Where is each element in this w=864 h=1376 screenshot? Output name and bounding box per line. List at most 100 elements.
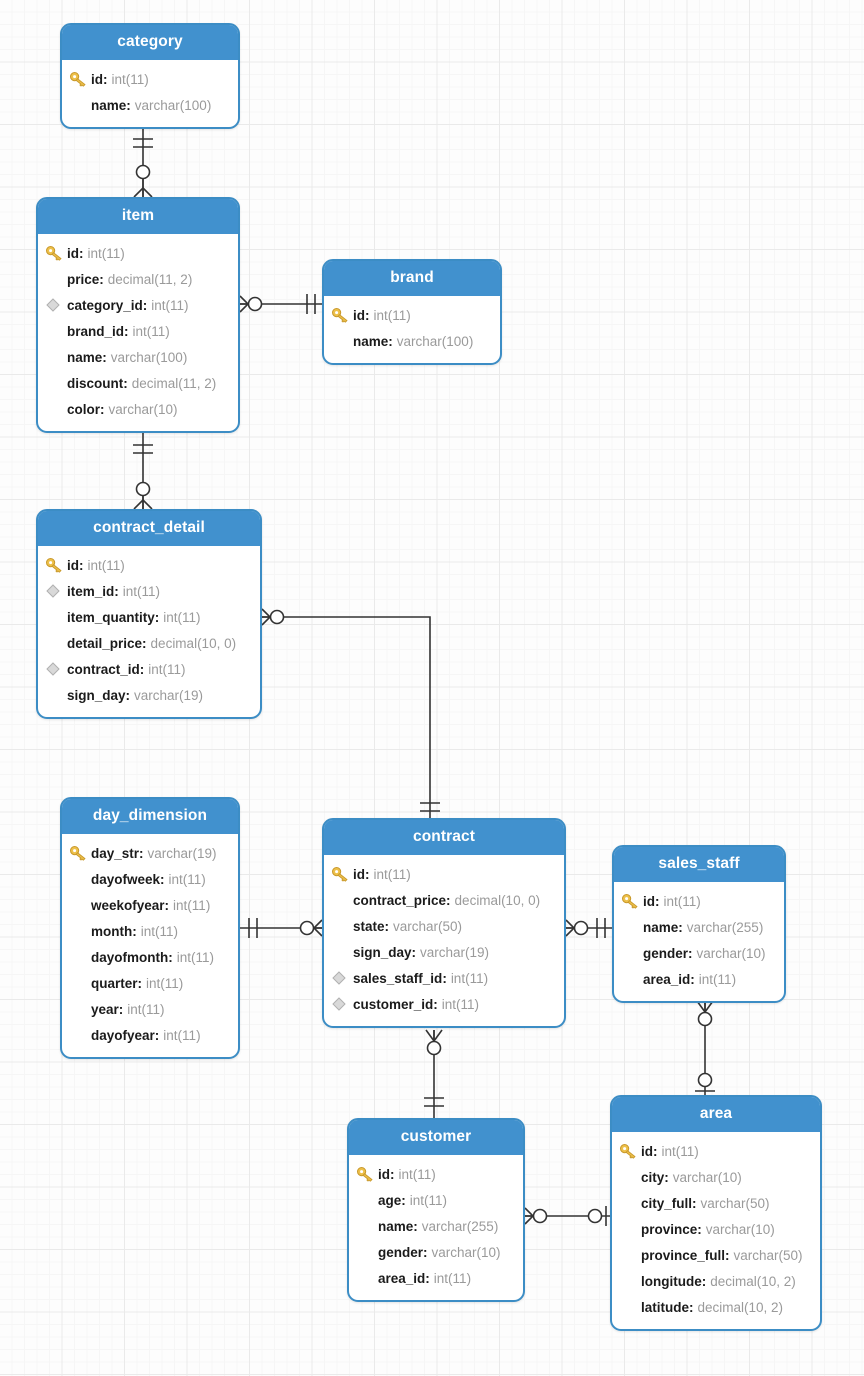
field-separator: : — [390, 1166, 395, 1182]
field-type: int(11) — [168, 871, 206, 887]
connector-customer-area — [524, 1206, 610, 1226]
field-row[interactable]: category_id:int(11) — [38, 292, 238, 318]
field-row[interactable]: weekofyear:int(11) — [62, 892, 238, 918]
field-row[interactable]: color:varchar(10) — [38, 396, 238, 422]
field-separator: : — [411, 944, 417, 960]
entity-fields-contract_detail: id:int(11)item_id:int(11)item_quantity:i… — [38, 546, 260, 717]
field-type: int(11) — [373, 866, 411, 882]
field-name: month — [91, 923, 133, 939]
field-row[interactable]: id:int(11) — [349, 1161, 523, 1187]
field-separator: : — [126, 97, 131, 113]
field-row[interactable]: name:varchar(255) — [614, 914, 784, 940]
field-row[interactable]: sign_day:varchar(19) — [324, 939, 564, 965]
key-icon — [46, 245, 67, 261]
field-type: int(11) — [433, 1270, 472, 1286]
entity-customer[interactable]: customer id:int(11)age:int(11)name:varcha… — [347, 1118, 525, 1302]
field-row[interactable]: dayofweek:int(11) — [62, 866, 238, 892]
field-row[interactable]: sales_staff_id:int(11) — [324, 965, 564, 991]
field-name: state — [353, 918, 385, 934]
key-icon — [357, 1166, 378, 1182]
field-name: contract_price — [353, 892, 447, 908]
field-row[interactable]: province_full:varchar(50) — [612, 1242, 820, 1268]
field-type: int(11) — [173, 897, 211, 913]
field-row[interactable]: price:decimal(11, 2) — [38, 266, 238, 292]
field-name: sign_day — [353, 944, 412, 960]
field-name: brand_id — [67, 323, 125, 339]
field-row[interactable]: item_quantity:int(11) — [38, 604, 260, 630]
field-name: item_quantity — [67, 609, 155, 625]
field-row[interactable]: age:int(11) — [349, 1187, 523, 1213]
field-row[interactable]: dayofmonth:int(11) — [62, 944, 238, 970]
field-row[interactable]: contract_price:decimal(10, 0) — [324, 887, 564, 913]
field-separator: : — [125, 687, 131, 703]
field-row[interactable]: id:int(11) — [614, 888, 784, 914]
field-row[interactable]: name:varchar(100) — [324, 328, 500, 354]
field-type: int(11) — [698, 971, 737, 987]
field-row[interactable]: city:varchar(10) — [612, 1164, 820, 1190]
field-separator: : — [118, 1001, 124, 1017]
field-type: decimal(10, 2) — [710, 1273, 796, 1289]
field-row[interactable]: discount:decimal(11, 2) — [38, 370, 238, 396]
field-type: int(11) — [140, 923, 179, 939]
foreign-key-icon — [332, 971, 346, 985]
field-row[interactable]: longitude:decimal(10, 2) — [612, 1268, 820, 1294]
entity-title-day_dimension: day_dimension — [62, 799, 238, 834]
field-row[interactable]: gender:varchar(10) — [614, 940, 784, 966]
field-separator: : — [365, 866, 370, 882]
field-row[interactable]: city_full:varchar(50) — [612, 1190, 820, 1216]
field-row[interactable]: area_id:int(11) — [614, 966, 784, 992]
field-row[interactable]: id:int(11) — [612, 1138, 820, 1164]
field-type: decimal(10, 0) — [454, 892, 541, 908]
field-row[interactable]: name:varchar(100) — [38, 344, 238, 370]
field-row[interactable]: name:varchar(255) — [349, 1213, 523, 1239]
field-row[interactable]: month:int(11) — [62, 918, 238, 944]
field-separator: : — [160, 871, 165, 887]
field-row[interactable]: customer_id:int(11) — [324, 991, 564, 1017]
field-name: id — [67, 245, 79, 261]
primary-key-icon — [70, 71, 86, 87]
field-row[interactable]: id:int(11) — [38, 240, 238, 266]
field-row[interactable]: year:int(11) — [62, 996, 238, 1022]
field-row[interactable]: id:int(11) — [62, 66, 238, 92]
entity-fields-category: id:int(11)name:varchar(100) — [62, 60, 238, 127]
field-row[interactable]: latitude:decimal(10, 2) — [612, 1294, 820, 1320]
field-row[interactable]: item_id:int(11) — [38, 578, 260, 604]
field-row[interactable]: quarter:int(11) — [62, 970, 238, 996]
field-row[interactable]: day_str:varchar(19) — [62, 840, 238, 866]
field-row[interactable]: id:int(11) — [324, 861, 564, 887]
field-row[interactable]: id:int(11) — [324, 302, 500, 328]
field-row[interactable]: name:varchar(100) — [62, 92, 238, 118]
field-type: varchar(19) — [420, 944, 490, 960]
field-row[interactable]: contract_id:int(11) — [38, 656, 260, 682]
field-type: int(11) — [122, 583, 161, 599]
connector-sales-staff-area — [695, 1000, 715, 1095]
field-row[interactable]: brand_id:int(11) — [38, 318, 238, 344]
field-name: weekofyear — [91, 897, 165, 913]
entity-item[interactable]: item id:int(11)price:decimal(11, 2)catego… — [36, 197, 240, 433]
field-name: dayofweek — [91, 871, 161, 887]
entity-title-customer: customer — [349, 1120, 523, 1155]
foreign-key-icon — [332, 997, 346, 1011]
field-separator: : — [692, 1195, 697, 1211]
field-row[interactable]: province:varchar(10) — [612, 1216, 820, 1242]
entity-title-item: item — [38, 199, 238, 234]
field-row[interactable]: state:varchar(50) — [324, 913, 564, 939]
field-separator: : — [99, 271, 104, 287]
field-row[interactable]: area_id:int(11) — [349, 1265, 523, 1291]
field-row[interactable]: gender:varchar(10) — [349, 1239, 523, 1265]
field-type: varchar(50) — [393, 918, 463, 934]
foreign-key-icon — [46, 662, 60, 676]
field-name: day_str — [91, 845, 140, 861]
field-row[interactable]: id:int(11) — [38, 552, 260, 578]
field-row[interactable]: detail_price:decimal(10, 0) — [38, 630, 260, 656]
field-row[interactable]: dayofyear:int(11) — [62, 1022, 238, 1048]
field-row[interactable]: sign_day:varchar(19) — [38, 682, 260, 708]
